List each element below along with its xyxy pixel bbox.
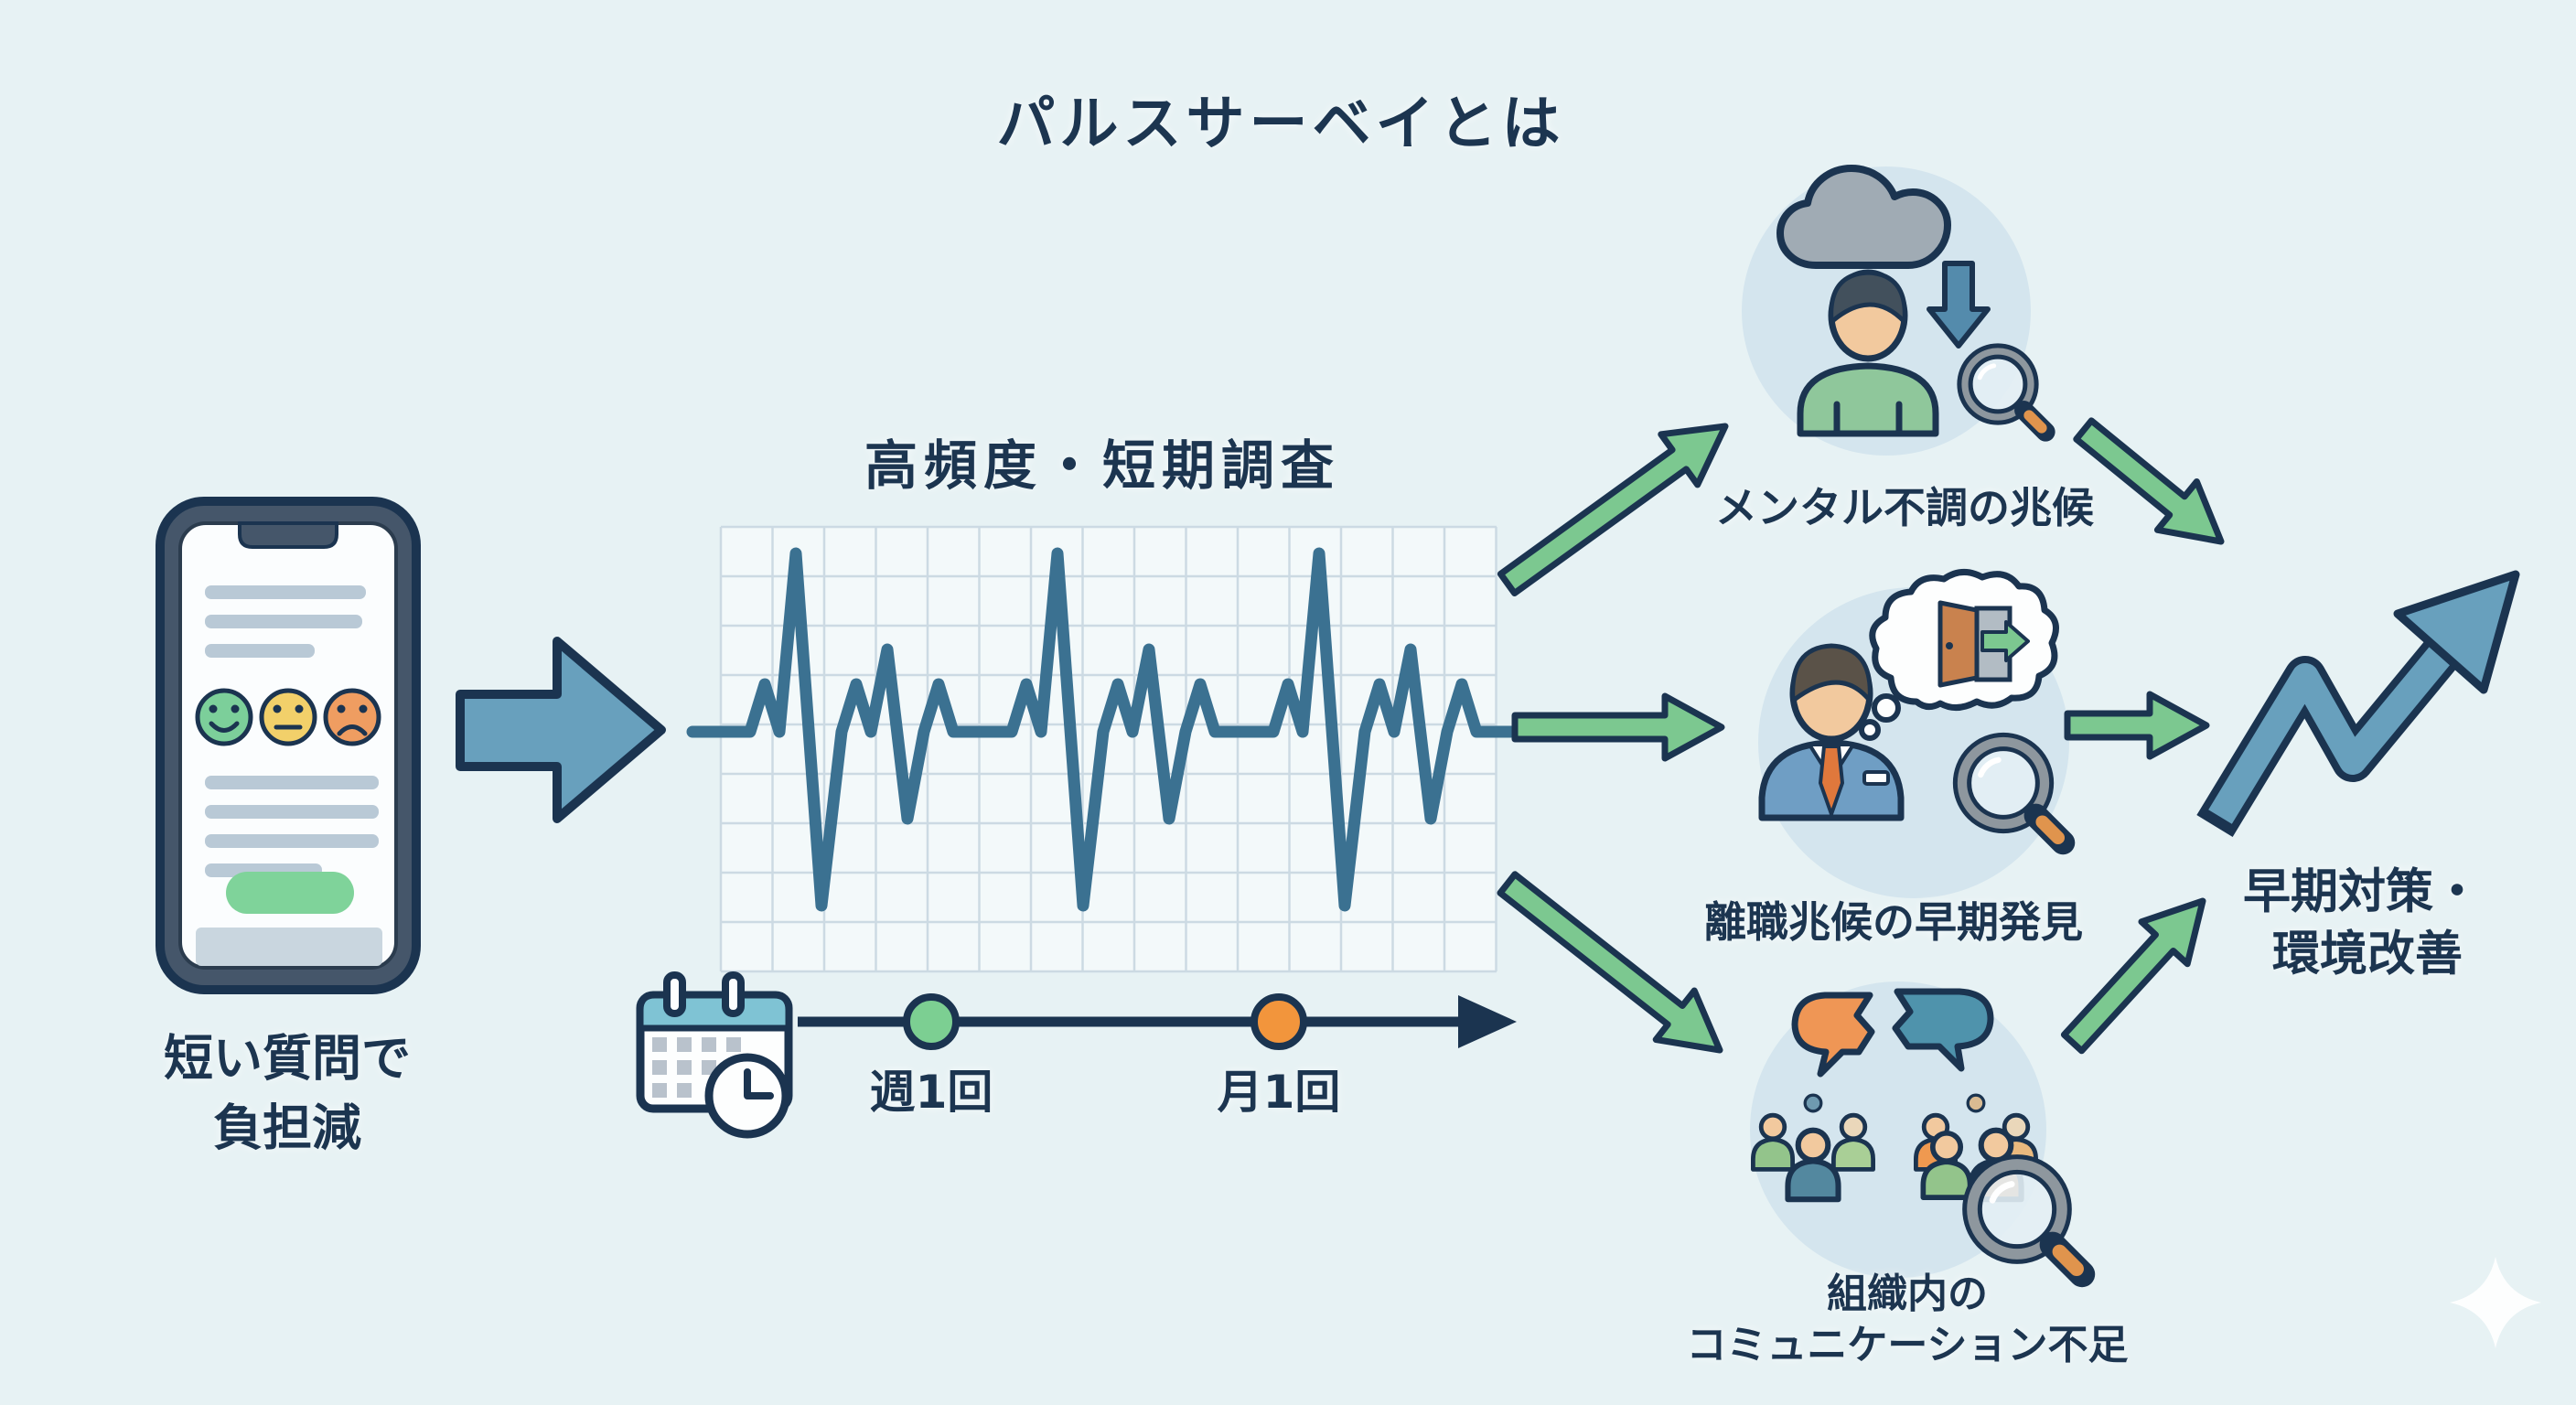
sparkle-icon [2450,1257,2541,1348]
arrow-mental-to-result-icon [2073,417,2225,545]
result-label-line2: 環境改善 [2271,927,2463,982]
communication-label-line2: コミュニケーション不足 [1686,1322,2129,1368]
person-head [1758,1112,1787,1142]
decline-down-arrow-icon [1927,261,1991,349]
calendar-ring [663,971,686,1017]
phone-notch-icon [238,521,338,549]
broken-speech-bubble-left-icon [1791,992,1875,1078]
text-placeholder-line [205,776,379,789]
pulse-waveform [686,547,1518,912]
thought-bubble-trail [1859,719,1881,741]
turnover-icon [1758,569,2059,821]
text-placeholder-line [205,585,366,599]
monthly-frequency-label: 月1回 [1217,1066,1341,1119]
turnover-detection-label: 離職兆候の早期発見 [1704,897,2083,947]
clock-icon [704,1053,790,1139]
calendar-ring [722,971,745,1017]
neutral-emoji-icon [259,688,317,746]
mental-issue-icon [1776,165,1991,437]
door-knob [1946,642,1953,649]
person-figure [1920,1159,1973,1200]
outcome-circles [1742,166,2069,1278]
survey-frequency-label: 高頻度・短期調査 [864,434,1341,497]
person-head [1929,1130,1964,1164]
people-groups [1751,1093,2038,1203]
person-torso [1797,362,1939,437]
text-placeholder-line [205,805,379,819]
magnifier-icons [1952,343,2096,1288]
calendar-cell [702,1060,716,1075]
monthly-dot [1250,993,1307,1050]
calendar-cell [652,1083,667,1098]
magnifier-icon-turnover [1952,732,2076,855]
flow-arrows [1497,417,2225,1055]
exit-door-icon [1937,600,1980,688]
happy-emoji-icon [195,688,253,746]
arrow-survey-to-turnover-icon [1511,692,1725,762]
person-head [1839,1112,1868,1142]
mental-signs-label: メンタル不調の兆候 [1715,483,2094,532]
submit-button-placeholder [226,872,354,914]
calendar-cell [652,1037,667,1052]
person-head [1966,1093,1986,1113]
arrow-communication-to-result-icon [2060,897,2206,1055]
person-hair [1829,270,1907,325]
pulse-chart [686,547,1518,912]
sad-emoji-icon [323,688,381,746]
text-placeholder-line [205,834,379,848]
magnifier-icon-mental [1957,343,2055,442]
person-figure [1785,1158,1841,1203]
person-head [1803,1093,1823,1113]
person-hair [1790,643,1873,703]
arrow-turnover-to-result-icon [2064,691,2210,760]
growth-trend-arrow-icon [2196,570,2520,837]
communication-label-line1: 組織内の [1827,1271,1988,1317]
calendar-icon [636,971,793,1139]
person-head [2002,1112,2031,1142]
calendar-cell [702,1037,716,1052]
magnifier-icon-communication [1962,1154,2096,1288]
timeline-arrowhead-icon [1458,995,1517,1048]
broken-speech-bubble-right-icon [1892,988,1994,1072]
person-figure [1751,1137,1795,1172]
dark-cloud-icon [1776,165,1951,269]
calendar-header-band [637,992,792,1032]
calendar-cell [677,1083,692,1098]
phone-bottom-bar [196,928,382,966]
person-head [1795,1127,1831,1164]
communication-icon [1751,988,2038,1203]
exit-arrow-icon [1980,620,2030,662]
flow-arrow-phone-to-survey-icon [456,637,666,823]
thought-bubble-trail [1872,693,1901,723]
text-placeholder-line [205,615,362,628]
calendar-cell [652,1060,667,1075]
necktie [1819,745,1844,816]
calendar-cell [726,1037,741,1052]
text-placeholder-line [205,644,315,658]
phone-illustration [156,497,421,994]
pulse-chart-grid [719,525,1497,973]
calendar-cell [677,1060,692,1075]
result-label-line1: 早期対策・ [2242,864,2482,920]
calendar-cell [677,1037,692,1052]
person-figure [1831,1137,1875,1172]
page-title: パルスサーベイとは [996,91,1565,158]
weekly-frequency-label: 週1回 [869,1066,993,1119]
phone-caption-line2: 負担減 [213,1099,361,1157]
frequency-timeline [798,993,1517,1050]
phone-caption-line1: 短い質問で [164,1029,411,1088]
arrow-survey-to-mental-icon [1497,423,1729,596]
arrow-survey-to-communication-icon [1497,871,1723,1054]
suit-pocket [1862,770,1890,786]
collar-marks [1833,401,1903,435]
weekly-dot [903,993,960,1050]
